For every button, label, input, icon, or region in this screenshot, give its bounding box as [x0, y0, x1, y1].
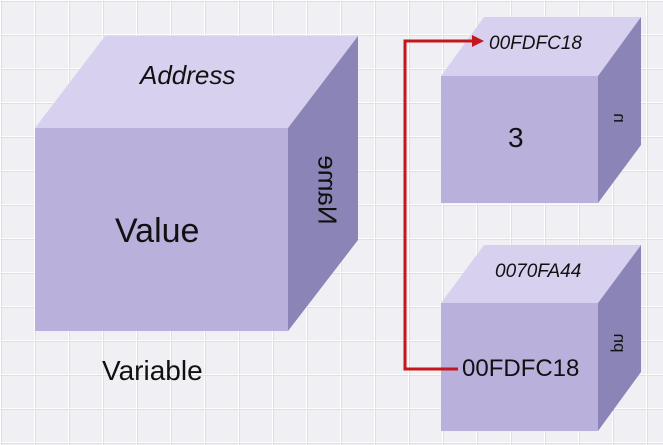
- name-label: Name: [312, 155, 343, 225]
- variable-caption: Variable: [102, 355, 203, 386]
- value-label: Value: [115, 212, 200, 250]
- pointer-value: 00FDFC18: [462, 355, 580, 382]
- variable-cube: [35, 36, 358, 331]
- pointer-cube-front: [441, 303, 598, 431]
- target-name: n: [610, 113, 629, 123]
- target-cube-front: [441, 76, 598, 203]
- pointer-cube-side: [598, 245, 641, 431]
- target-value: 3: [508, 122, 524, 153]
- pointer-cube: [441, 245, 641, 431]
- pointer-arrow-head: [472, 35, 484, 47]
- pointer-arrow: [403, 35, 484, 371]
- variable-cube-side: [288, 36, 358, 331]
- variable-cube-top: [35, 36, 358, 128]
- address-label: Address: [140, 60, 236, 90]
- pointer-arrow-line: [403, 39, 474, 371]
- target-cube-side: [598, 17, 641, 203]
- target-address: 00FDFC18: [489, 33, 582, 54]
- pointer-address: 0070FA44: [495, 261, 582, 282]
- pointer-cube-top: [441, 245, 641, 303]
- variable-cube-front: [35, 128, 288, 331]
- pointer-name: pn: [610, 333, 629, 353]
- target-cube-top: [441, 17, 641, 76]
- target-cube: [441, 17, 641, 203]
